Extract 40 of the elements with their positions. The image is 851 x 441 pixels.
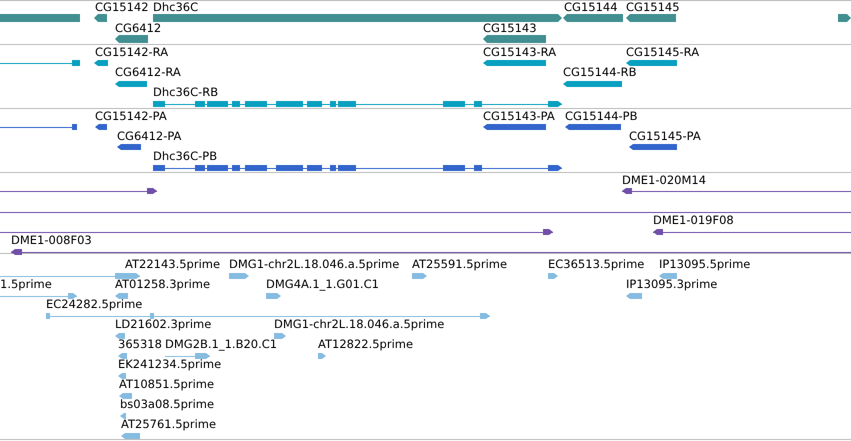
feature-label: AT12822.5prime	[318, 338, 414, 351]
feature-label: CG15145-RA	[626, 46, 700, 59]
feature-label: 1.5prime	[0, 278, 52, 291]
feature-label: CG15142	[95, 1, 149, 14]
feature-label: DME1-020M14	[622, 174, 706, 187]
feature-label: DME1-019F08	[653, 214, 734, 227]
feature-label: CG15144-PB	[565, 110, 638, 123]
feature-label: CG15143-PA	[483, 110, 555, 123]
feature-label: AT22143.5prime	[125, 258, 220, 271]
feature-label: Dhc36C-PB	[153, 150, 218, 163]
feature-label: DMG1-chr2L.18.046.a.5prime	[274, 318, 444, 331]
feature-label: AT01258.3prime	[115, 278, 210, 291]
feature-label: EC24282.5prime	[46, 298, 142, 311]
feature-label: AT10851.5prime	[119, 378, 214, 391]
feature-label: IP13095.3prime	[626, 278, 718, 291]
feature-label: AT25761.5prime	[121, 418, 216, 431]
feature-label: EC36513.5prime	[548, 258, 644, 271]
feature-label: CG6412-RA	[115, 66, 181, 79]
feature-label: DME1-008F03	[11, 234, 92, 247]
feature-label: Dhc36C-RB	[153, 86, 218, 99]
feature-label: CG15145	[626, 1, 680, 14]
feature-label: AT25591.5prime	[412, 258, 508, 271]
feature-label: CG6412-PA	[117, 130, 182, 143]
feature-label: CG15143-RA	[483, 46, 556, 59]
feature-label: CG15144	[564, 1, 618, 14]
feature-label: DMG4A.1_1.G01.C1	[266, 278, 379, 291]
feature-label: EK241234.5prime	[118, 358, 222, 371]
feature-label: Dhc36C	[153, 1, 198, 14]
feature-label: CG15142-RA	[95, 46, 168, 59]
feature-label: CG15144-RB	[563, 66, 637, 79]
feature-label: CG6412	[115, 22, 162, 35]
feature-label: DMG2B.1_1.B20.C1	[165, 338, 278, 351]
feature-label: CG15145-PA	[629, 130, 701, 143]
feature-label: DMG1-chr2L.18.046.a.5prime	[229, 258, 400, 271]
feature-label: 365318	[118, 338, 162, 351]
feature-label: CG15142-PA	[95, 110, 167, 123]
feature-label: LD21602.3prime	[115, 318, 212, 331]
feature-label: CG15143	[483, 22, 537, 35]
feature-label: IP13095.5prime	[659, 258, 750, 271]
feature-label: bs03a08.5prime	[120, 398, 214, 411]
